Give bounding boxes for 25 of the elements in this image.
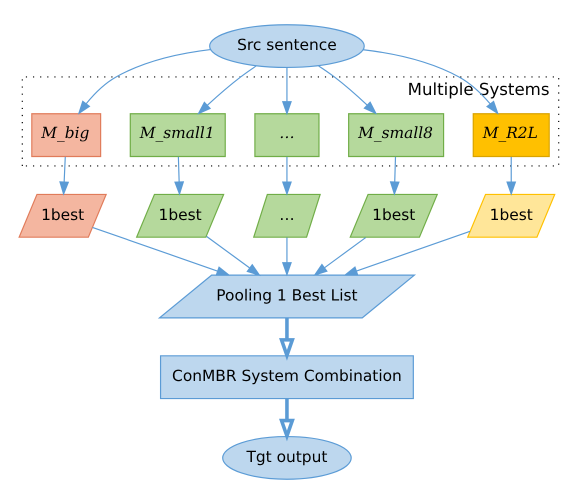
arrow (279, 318, 295, 361)
arrow (78, 48, 211, 115)
node-ellipse: Src sentence (209, 24, 365, 68)
arrow (174, 156, 184, 196)
arrow (313, 237, 366, 276)
node-box: ConMBR System Combination (160, 355, 414, 400)
node-box: … (254, 113, 320, 158)
arrow (506, 156, 516, 196)
node-box: M_small1 (130, 113, 226, 158)
arrow (363, 49, 499, 115)
arrow (282, 156, 292, 196)
arrow (92, 226, 231, 276)
node-box: M_big (31, 113, 102, 158)
arrow (59, 156, 70, 196)
node-box: M_R2L (472, 113, 550, 158)
arrow (390, 156, 400, 196)
arrow (318, 65, 378, 115)
arrow (282, 68, 292, 116)
node-ellipse: Tgt output (222, 436, 352, 480)
arrow (206, 236, 261, 276)
arrow (282, 238, 292, 276)
arrow (343, 230, 470, 276)
arrow (279, 398, 295, 442)
arrow (197, 66, 256, 115)
node-box: M_small8 (348, 113, 444, 158)
